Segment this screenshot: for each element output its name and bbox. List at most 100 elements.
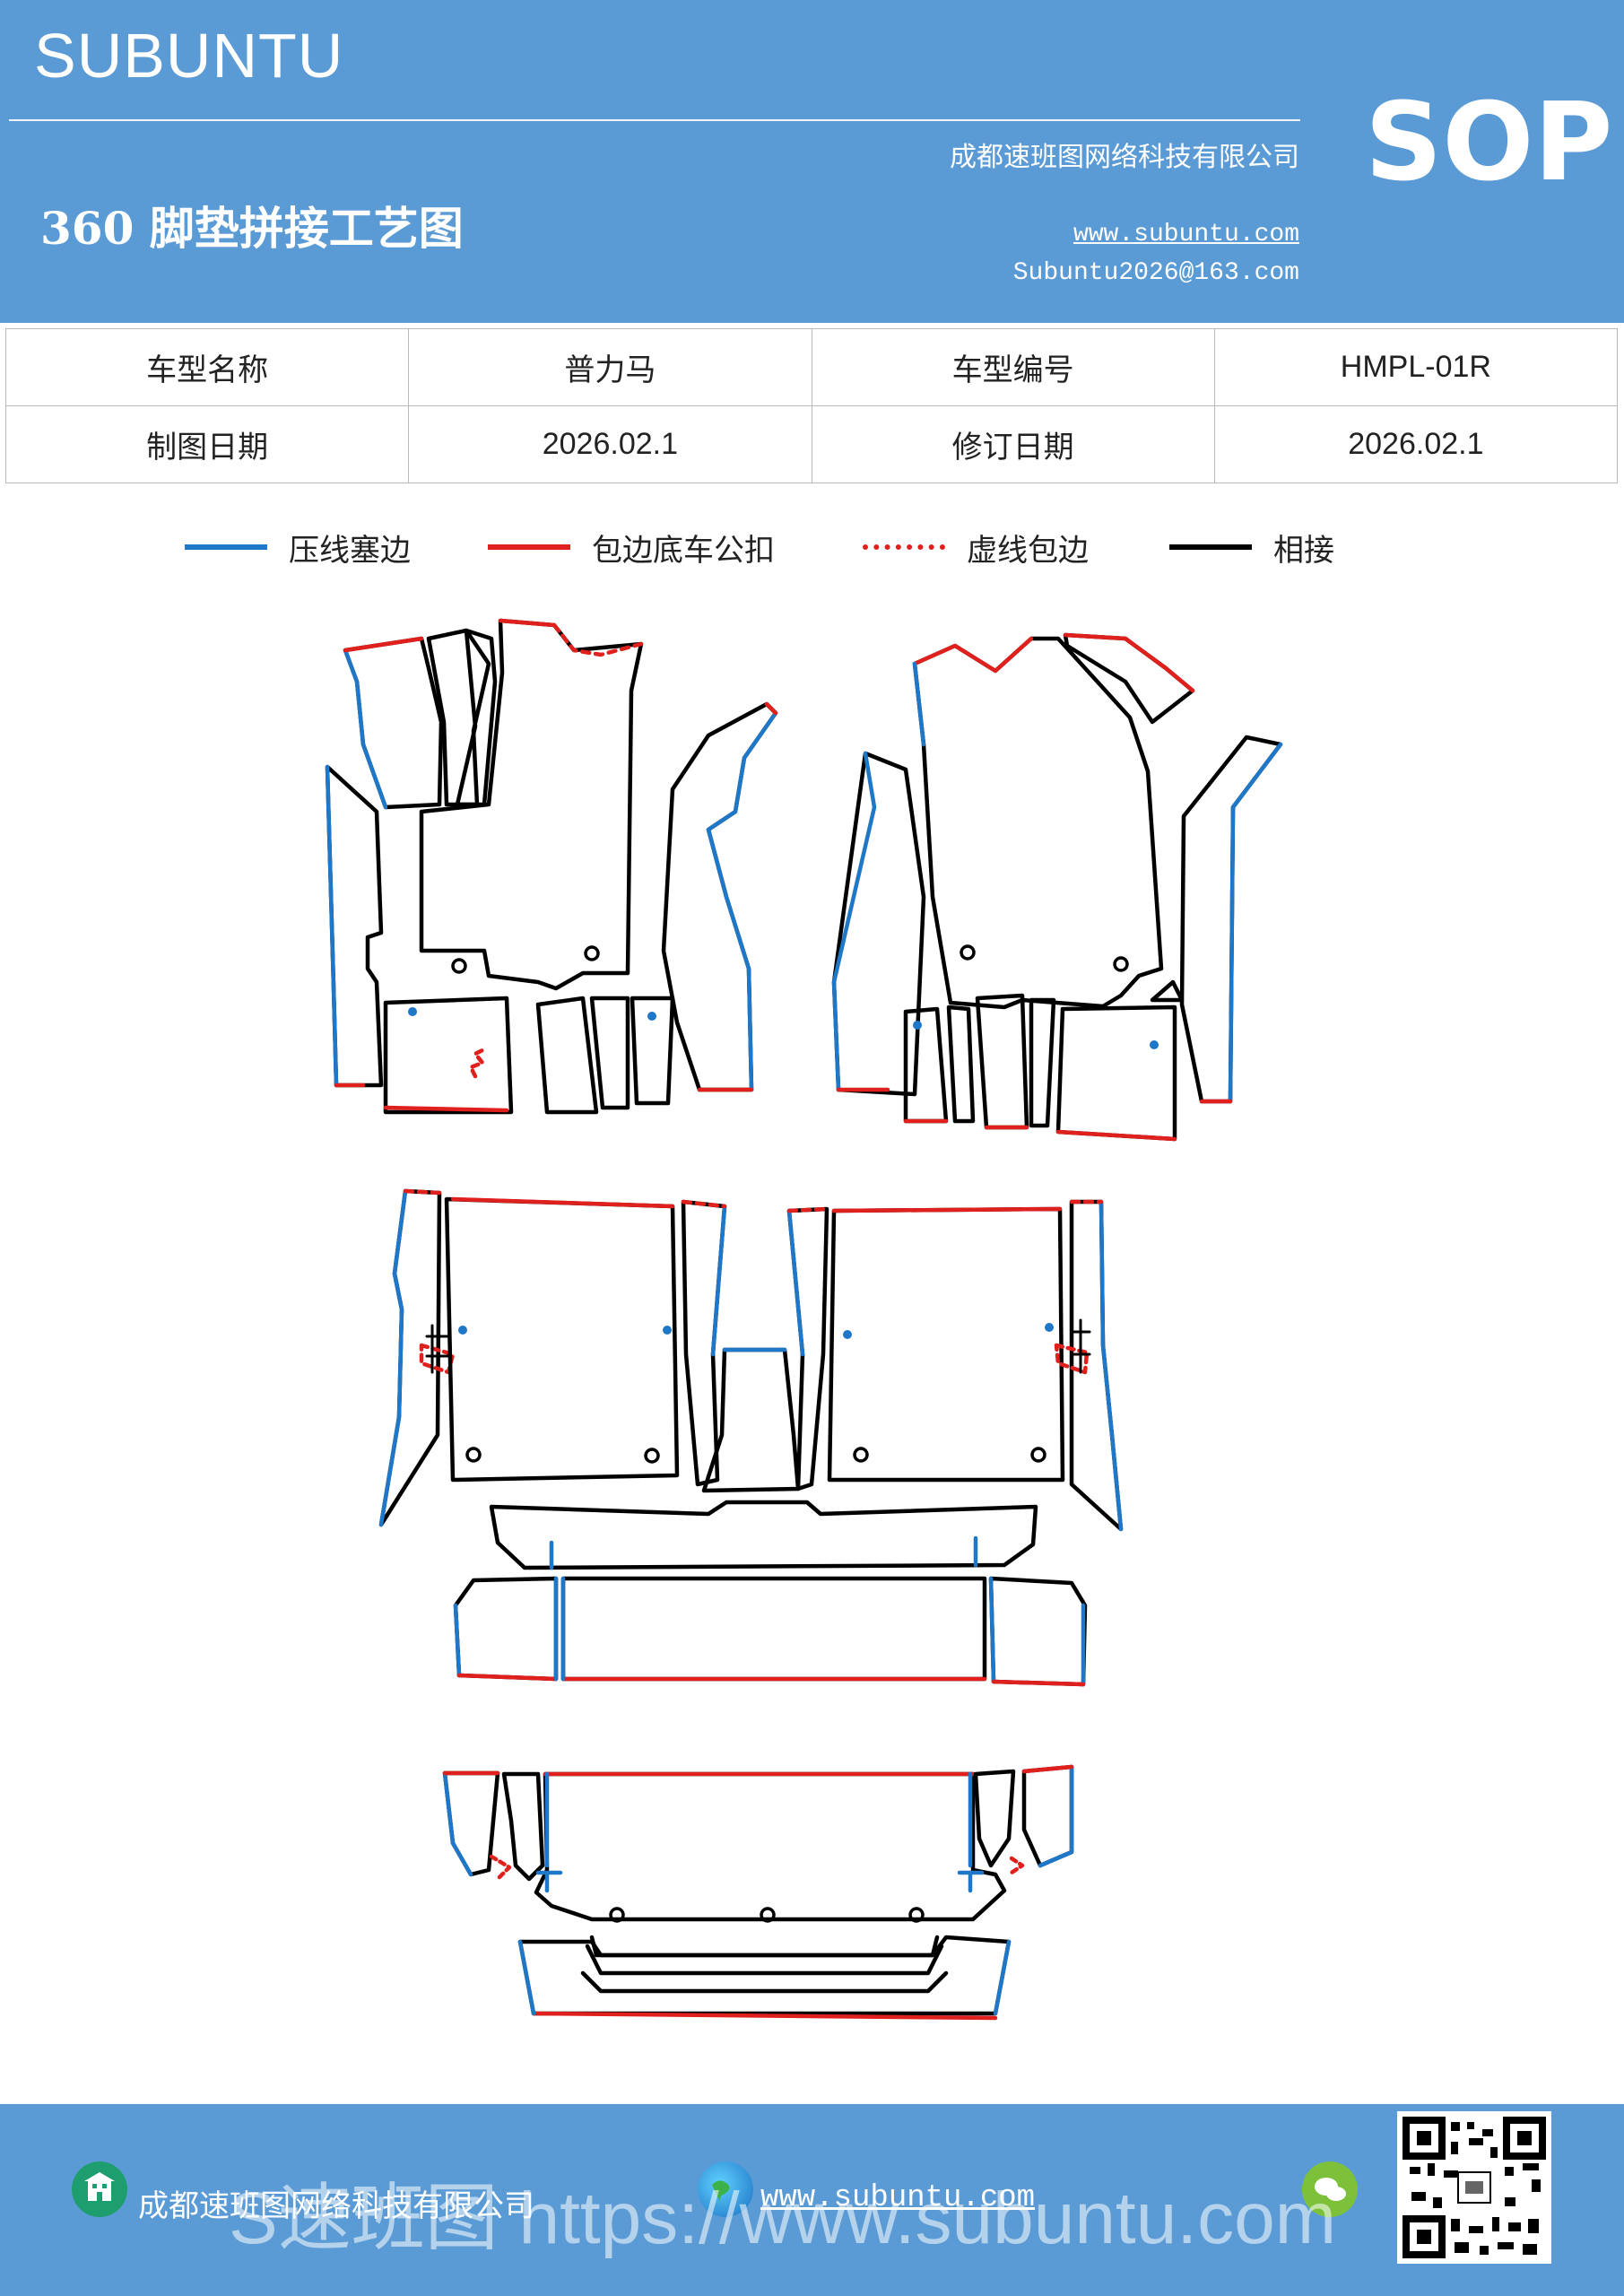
value-model-code: HMPL-01R <box>1213 328 1619 406</box>
legend-item-edge-wrap: 包边底车公扣 <box>488 529 775 569</box>
mat-inner-line <box>580 1970 949 1994</box>
mat-piece <box>535 996 599 1115</box>
mat-edge-red-dotted <box>786 1206 829 1213</box>
mat-edge-red <box>531 2011 998 2021</box>
legend-label: 压线塞边 <box>289 532 411 569</box>
mat-piece <box>1029 997 1056 1128</box>
mat-piece <box>988 1576 1088 1687</box>
legend-swatch-red-dotted <box>863 544 945 550</box>
building-icon <box>72 2161 127 2217</box>
company-name: 成都速班图网络科技有限公司 <box>950 142 1299 173</box>
mat-piece <box>501 1771 545 1882</box>
table-row: 制图日期 2026.02.1 修订日期 2026.02.1 <box>4 405 1619 483</box>
mat-edge-blue <box>453 1603 462 1678</box>
mat-edge-blue <box>831 751 877 1092</box>
footer-website[interactable]: www.subuntu.com <box>760 2181 1036 2215</box>
mat-piece <box>383 996 514 1115</box>
mat-piece <box>1150 979 1185 1003</box>
mat-edge-blue <box>993 1939 1012 2016</box>
mat-piece <box>903 1006 949 1124</box>
website-link[interactable]: www.subuntu.com <box>1073 221 1299 248</box>
mat-piece <box>973 1769 1016 1868</box>
legend-swatch-black <box>1169 544 1252 550</box>
mat-edge-red-dotted <box>1006 1856 1025 1877</box>
mat-piece <box>1055 1004 1177 1142</box>
mat-piece <box>630 996 675 1106</box>
mat-edge-red <box>456 1673 559 1682</box>
legend-swatch-red <box>488 544 570 550</box>
qr-code[interactable] <box>1397 2111 1551 2264</box>
mat-edge-red-dotted <box>403 1188 442 1196</box>
mat-edge-blue <box>378 1188 408 1527</box>
mat-piece <box>912 636 1164 1010</box>
legend-label: 虚线包边 <box>967 532 1089 569</box>
legend-label: 包边底车公扣 <box>592 532 775 569</box>
label-model-name: 车型名称 <box>4 328 410 406</box>
mat-edge-red <box>450 1196 675 1209</box>
mat-edge-red <box>343 636 424 653</box>
table-row: 车型名称 普力马 车型编号 HMPL-01R <box>4 328 1619 406</box>
mat-edge-blue <box>517 1939 536 2016</box>
mat-edge-blue <box>1228 742 1283 1104</box>
sop-label: SOP <box>1365 81 1613 205</box>
mat-edge-red-dotted <box>468 1047 487 1079</box>
wechat-icon <box>1302 2161 1358 2217</box>
contact-email[interactable]: Subuntu2026@163.com <box>1012 259 1299 287</box>
mat-piece <box>444 1196 680 1483</box>
mat-piece <box>1063 632 1195 725</box>
footer-company: 成都速班图网络科技有限公司 <box>138 2188 534 2224</box>
mat-piece <box>560 1576 987 1682</box>
mat-edge-blue <box>988 1576 996 1684</box>
mat-edge-blue <box>325 764 339 1088</box>
mat-piece <box>975 993 1029 1130</box>
front-right-mat-group <box>831 632 1283 1142</box>
legend-label: 相接 <box>1273 532 1334 569</box>
mat-edge-red <box>1055 1129 1177 1142</box>
label-draw-date: 制图日期 <box>4 405 410 483</box>
mat-edge-blue <box>442 1770 473 1877</box>
mat-edge-blue <box>1099 1199 1124 1532</box>
mat-connector <box>1070 1318 1091 1374</box>
front-left-mat-group <box>325 618 778 1115</box>
header-divider <box>9 119 1300 121</box>
mat-edge-red <box>831 1206 1063 1213</box>
mat-edge-blue <box>710 1204 727 1357</box>
label-model-code: 车型编号 <box>811 328 1215 406</box>
mat-edge-red-dotted <box>1054 1343 1090 1375</box>
document-title: 360 脚垫拼接工艺图 <box>40 202 464 255</box>
mat-piece <box>589 996 630 1110</box>
brand-logo-text: SUBUNTU <box>34 21 344 91</box>
mat-edge-red <box>912 636 1034 674</box>
label-revision-date: 修订日期 <box>811 405 1215 483</box>
legend-item-joint: 相接 <box>1169 529 1334 569</box>
footer-watermark: S速班图 https://www.subuntu.com <box>229 2178 1337 2259</box>
mat-piece <box>1021 1764 1074 1868</box>
mat-edge-red <box>1063 632 1195 693</box>
mat-edge-red <box>498 618 557 628</box>
rear-mat-group <box>442 1764 1074 2021</box>
mat-inner-line <box>589 1935 940 1958</box>
value-draw-date: 2026.02.1 <box>408 405 812 483</box>
mat-piece <box>1069 1199 1124 1532</box>
second-row-mat-group <box>378 1188 1124 1532</box>
mat-edge-blue <box>912 661 926 747</box>
vehicle-info-table: 车型名称 普力马 车型编号 HMPL-01R 制图日期 2026.02.1 修订… <box>4 328 1619 483</box>
mat-edge-red <box>383 1105 509 1113</box>
footer-banner: 成都速班图网络科技有限公司 www.subuntu.com S速班图 https… <box>0 2104 1624 2296</box>
mat-edge-red-dotted <box>551 622 644 657</box>
mat-edge-red-dotted <box>419 1343 456 1375</box>
header-banner: SUBUNTU 成都速班图网络科技有限公司 360 脚垫拼接工艺图 www.su… <box>0 0 1624 323</box>
mat-edge-blue <box>786 1208 805 1357</box>
mat-piece <box>827 1206 1065 1483</box>
mat-piece <box>946 1004 976 1124</box>
middle-connector-group <box>453 1500 1088 1687</box>
mat-piece <box>661 701 778 1092</box>
mat-edge-red-dotted <box>489 1854 512 1882</box>
value-revision-date: 2026.02.1 <box>1213 405 1619 483</box>
legend-item-pressline: 压线塞边 <box>185 529 411 569</box>
legend-item-dotted-wrap: 虚线包边 <box>863 529 1089 569</box>
mat-edge-red <box>991 1679 1086 1687</box>
mat-piece <box>419 618 644 991</box>
mat-piece <box>453 1576 559 1682</box>
